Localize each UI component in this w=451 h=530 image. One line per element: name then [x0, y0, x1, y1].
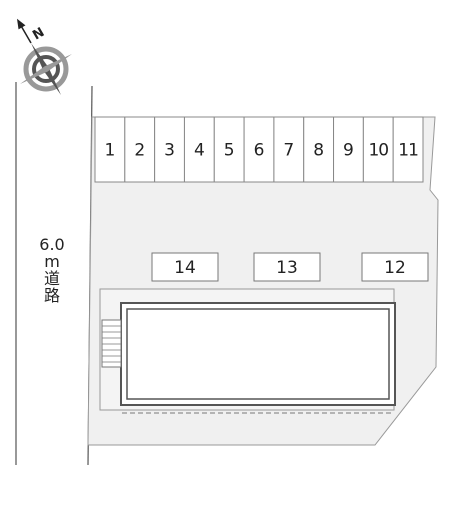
road-name-char-1: 道	[43, 269, 60, 288]
north-label: N	[30, 25, 47, 43]
spot-label-12: 12	[384, 258, 406, 278]
road-width-unit: m	[44, 252, 60, 271]
spot-label-13: 13	[276, 258, 298, 278]
parking-slot-label: 10	[368, 141, 388, 161]
parking-slot-7: 7	[273, 116, 305, 183]
reserved-spot-14: 14	[151, 252, 219, 282]
parking-slot-label: 4	[194, 141, 205, 161]
road-width-value: 6.0	[39, 235, 65, 254]
parking-slot-label: 11	[398, 141, 418, 161]
parking-slot-11: 11	[392, 116, 424, 183]
road-name-char-2: 路	[43, 286, 60, 305]
parking-slot-label: 8	[313, 141, 324, 161]
parking-slot-10: 10	[362, 116, 394, 183]
parking-slot-label: 3	[164, 141, 175, 161]
parking-slot-1: 1	[94, 116, 126, 183]
parking-slot-4: 4	[183, 116, 215, 183]
parking-slot-label: 5	[224, 141, 235, 161]
parking-slot-8: 8	[303, 116, 335, 183]
parking-slot-5: 5	[213, 116, 245, 183]
parking-slot-label: 2	[134, 141, 145, 161]
north-arrow-icon	[17, 18, 26, 30]
parking-slot-3: 3	[154, 116, 185, 183]
parking-slot-6: 6	[243, 116, 275, 183]
compass-rose-icon	[17, 18, 72, 95]
parking-slot-label: 1	[104, 141, 115, 161]
parking-slot-2: 2	[124, 116, 156, 183]
reserved-spot-12: 12	[361, 252, 429, 282]
parking-slot-label: 7	[283, 141, 294, 161]
stairs	[101, 319, 122, 368]
parking-slot-9: 9	[333, 116, 364, 183]
road-label: 6.0 m 道 路	[32, 236, 72, 304]
building-inner-wall	[126, 308, 390, 400]
reserved-spot-13: 13	[253, 252, 321, 282]
parking-slot-label: 6	[254, 141, 265, 161]
spot-label-14: 14	[174, 258, 196, 278]
parking-slot-label: 9	[343, 141, 354, 161]
